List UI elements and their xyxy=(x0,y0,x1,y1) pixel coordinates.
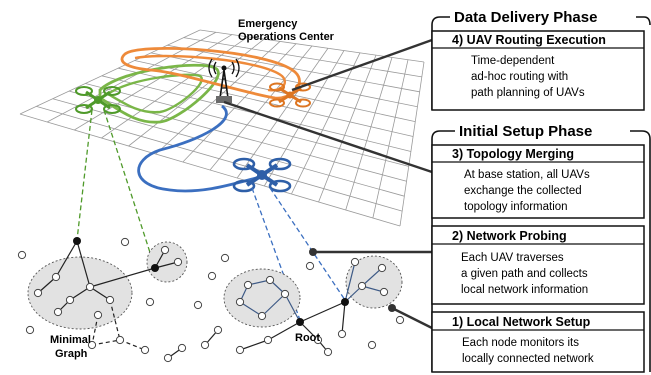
network-node xyxy=(379,287,389,297)
network-node xyxy=(213,325,223,335)
network-node xyxy=(313,335,323,345)
network-node xyxy=(173,257,183,267)
network-node xyxy=(350,257,360,267)
initial-setup-phase-title: Initial Setup Phase xyxy=(459,123,592,140)
network-node xyxy=(193,300,203,310)
connector-step3 xyxy=(223,100,433,174)
eoc-label-line2: Operations Center xyxy=(238,31,335,43)
minimal-graph-label-line2: Graph xyxy=(55,348,88,360)
network-node xyxy=(51,272,61,282)
network-node xyxy=(115,335,125,345)
network-node xyxy=(377,263,387,273)
network-node xyxy=(53,307,63,317)
network-node xyxy=(160,245,170,255)
network-node xyxy=(367,340,377,350)
network-node xyxy=(25,325,35,335)
network-node xyxy=(323,347,333,357)
network-node xyxy=(120,237,130,247)
step4-title: 4) UAV Routing Execution xyxy=(452,33,606,47)
network-node xyxy=(263,335,273,345)
cluster-right xyxy=(345,255,403,309)
network-node xyxy=(163,353,173,363)
ground-grid xyxy=(19,29,425,227)
network-node xyxy=(140,345,150,355)
step1-line2: locally connected network xyxy=(462,353,594,365)
network-node xyxy=(93,310,103,320)
network-node xyxy=(235,345,245,355)
network-node xyxy=(145,297,155,307)
step1-line1: Each node monitors its xyxy=(462,337,579,349)
step3-box xyxy=(431,144,645,219)
connector-step1 xyxy=(391,306,433,330)
blue-uav-link xyxy=(269,187,346,301)
network-node xyxy=(85,282,95,292)
blue-uav-icon xyxy=(232,157,292,193)
eoc-label-line1: Emergency xyxy=(238,18,298,30)
step2-line2: a given path and collects xyxy=(461,268,588,280)
step2-box xyxy=(431,225,645,305)
step3-line3: topology information xyxy=(464,201,568,213)
network-node xyxy=(280,289,290,299)
connector-dot xyxy=(309,248,317,256)
network-node xyxy=(243,280,253,290)
data-delivery-phase-title: Data Delivery Phase xyxy=(454,9,597,26)
network-node xyxy=(357,281,367,291)
data-delivery-phase-panel: Data Delivery Phase 4) UAV Routing Execu… xyxy=(431,9,651,111)
green-uav-link xyxy=(103,109,156,269)
network-node xyxy=(235,297,245,307)
root-label: Root xyxy=(295,332,320,344)
network-node xyxy=(395,315,405,325)
step1-box xyxy=(431,311,645,373)
cluster-small-left xyxy=(146,241,188,283)
network-node xyxy=(87,340,97,350)
cluster-mid xyxy=(223,268,301,328)
network-node xyxy=(33,288,43,298)
green-uav-icon xyxy=(75,86,121,114)
network-node xyxy=(257,311,267,321)
eoc-tower-icon xyxy=(208,58,240,103)
step4-box xyxy=(431,30,645,111)
blue-uav-path xyxy=(137,104,257,193)
step3-line1: At base station, all UAVs xyxy=(464,169,590,181)
step4-line1: Time-dependent xyxy=(471,55,555,67)
network-node xyxy=(337,329,347,339)
network-node xyxy=(177,343,187,353)
network-node xyxy=(305,261,315,271)
initial-setup-phase-panel: Initial Setup Phase 3) Topology Merging … xyxy=(431,123,651,373)
step3-line2: exchange the collected xyxy=(464,185,582,197)
network-node xyxy=(105,295,115,305)
network-node xyxy=(17,250,27,260)
orange-uav-path xyxy=(120,47,301,100)
connector-step4 xyxy=(291,38,433,92)
network-node xyxy=(65,295,75,305)
step4-line2: ad-hoc routing with xyxy=(471,71,568,83)
root-node xyxy=(296,318,304,326)
minimal-graph-label-line1: Minimal xyxy=(50,334,91,346)
green-uav-link xyxy=(76,109,93,241)
step4-line3: path planning of UAVs xyxy=(471,87,585,99)
green-uav-path-inner xyxy=(107,73,203,114)
step2-line3: local network information xyxy=(461,284,588,296)
orange-uav-icon xyxy=(269,82,311,108)
step2-line1: Each UAV traverses xyxy=(461,252,564,264)
network-node xyxy=(207,271,217,281)
ground-network xyxy=(17,237,405,363)
network-node xyxy=(265,275,275,285)
network-node xyxy=(200,340,210,350)
step2-title: 2) Network Probing xyxy=(452,229,567,243)
connector-dot xyxy=(388,304,396,312)
step3-title: 3) Topology Merging xyxy=(452,147,574,161)
network-node xyxy=(220,253,230,263)
step1-title: 1) Local Network Setup xyxy=(452,315,591,329)
